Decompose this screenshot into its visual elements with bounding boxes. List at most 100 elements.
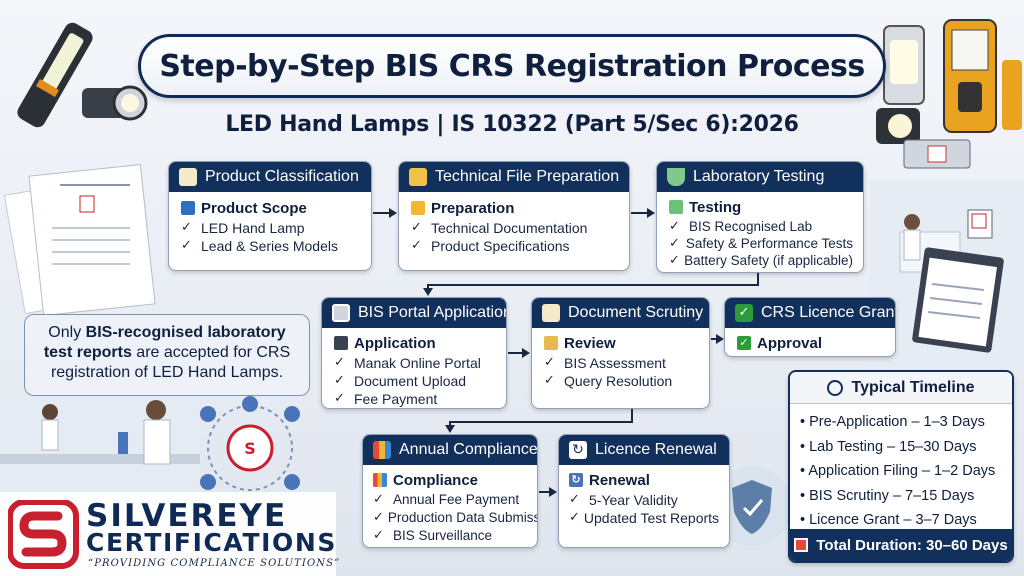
check-icon: ✓ <box>669 219 680 234</box>
timeline-item: • Application Filing – 1–2 Days <box>800 463 996 479</box>
timeline-header: Typical Timeline <box>790 372 1012 404</box>
lab-report-note: Only BIS-recognised laboratory test repo… <box>24 314 310 396</box>
step-title: Technical File Preparation <box>435 168 620 185</box>
page-subtitle: LED Hand Lamps | IS 10322 (Part 5/Sec 6)… <box>225 112 799 137</box>
check-icon: ✓ <box>569 510 580 525</box>
step-header: Product Classification <box>169 162 371 192</box>
connector-line <box>711 338 717 340</box>
typical-timeline-panel: Typical Timeline • Pre-Application – 1–3… <box>788 370 1014 563</box>
arrow-right-icon <box>716 334 724 344</box>
connector-line <box>449 421 633 423</box>
led-hand-lamp-image <box>17 22 93 128</box>
check-icon: ✓ <box>669 236 680 251</box>
list-item: ✓Fee Payment <box>334 391 438 407</box>
page-title: Step-by-Step BIS CRS Registration Proces… <box>159 48 865 84</box>
step-header: Laboratory Testing <box>657 162 863 192</box>
connector-line <box>539 491 550 493</box>
folder-icon <box>409 168 427 186</box>
arrow-right-icon <box>549 487 557 497</box>
step-title: CRS Licence Grant <box>761 304 896 321</box>
check-icon: ✓ <box>544 355 555 370</box>
check-icon: ✓ <box>334 373 345 388</box>
timeline-title: Typical Timeline <box>851 378 975 396</box>
list-item: ✓5-Year Validity <box>569 492 678 508</box>
step-title: Document Scrutiny <box>568 304 704 321</box>
check-icon: ✓ <box>181 220 192 235</box>
step-subheading: Preparation <box>411 197 619 219</box>
timeline-total: Total Duration: 30–60 Days <box>790 529 1012 561</box>
document-icon <box>542 304 560 322</box>
bar-chart-icon <box>373 473 387 487</box>
list-item: ✓BIS Recognised Lab <box>669 219 813 234</box>
connector-line <box>631 409 633 423</box>
step-title: Laboratory Testing <box>693 168 825 185</box>
torch-image <box>82 85 148 121</box>
book-icon <box>181 201 195 215</box>
test-tube-icon <box>669 200 683 214</box>
shield-badge-image <box>712 466 792 546</box>
timeline-item: • Licence Grant – 3–7 Days <box>800 512 977 528</box>
connector-line <box>449 421 451 426</box>
step-subheading: ↻Renewal <box>569 469 719 491</box>
arrow-right-icon <box>522 348 530 358</box>
timeline-item: • Lab Testing – 15–30 Days <box>800 438 977 455</box>
list-item: ✓Query Resolution <box>544 373 673 389</box>
list-item: ✓BIS Assessment <box>544 355 666 371</box>
step-title: BIS Portal Application <box>358 304 507 321</box>
compliance-wheel-image: S <box>200 396 300 491</box>
check-icon: ✓ <box>544 373 555 388</box>
step-card-bis-portal-application: BIS Portal Application Application ✓Mana… <box>321 297 507 409</box>
step-header: ✓ CRS Licence Grant <box>725 298 895 328</box>
brand-name-secondary: CERTIFICATIONS <box>86 528 337 557</box>
timeline-item: • BIS Scrutiny – 7–15 Days <box>800 487 975 504</box>
lab-technicians-image <box>0 396 200 496</box>
list-item: ✓Document Upload <box>334 373 467 389</box>
laptop-icon <box>332 304 350 322</box>
arrow-right-icon <box>647 208 655 218</box>
step-header: Document Scrutiny <box>532 298 709 328</box>
step-title: Annual Compliance <box>399 441 538 458</box>
bar-chart-icon <box>373 441 391 459</box>
connector-line <box>508 352 523 354</box>
list-item: ✓Battery Safety (if applicable) <box>669 253 853 268</box>
calendar-icon <box>794 538 809 552</box>
note-emphasis: BIS-recognised laboratory test reports <box>43 324 286 361</box>
step-card-crs-licence-grant: ✓ CRS Licence Grant ✓Approval <box>724 297 896 357</box>
list-item: ✓Lead & Series Models <box>181 238 338 254</box>
refresh-icon: ↻ <box>569 441 587 459</box>
title-banner: Step-by-Step BIS CRS Registration Proces… <box>138 34 886 98</box>
arrow-down-icon <box>445 425 455 433</box>
connector-line <box>373 212 390 214</box>
step-header: Annual Compliance <box>363 435 537 465</box>
connector-line <box>427 284 759 286</box>
step-title: Product Classification <box>205 168 359 185</box>
step-subheading: Review <box>544 332 699 354</box>
laptop-icon <box>334 336 348 350</box>
refresh-icon: ↻ <box>569 473 583 487</box>
connector-line <box>427 284 429 289</box>
list-item: ✓Product Specifications <box>411 238 570 254</box>
list-item: ✓Production Data Submission <box>373 510 537 525</box>
brand-tagline: “PROVIDING COMPLIANCE SOLUTIONS” <box>88 558 341 569</box>
step-header: ↻ Licence Renewal <box>559 435 729 465</box>
connector-line <box>631 212 648 214</box>
checkmark-icon: ✓ <box>737 336 751 350</box>
step-subheading: ✓Approval <box>737 332 885 354</box>
certificate-documents-image <box>3 163 156 317</box>
checkmark-icon: ✓ <box>735 304 753 322</box>
step-subheading: Compliance <box>373 469 527 491</box>
list-item: ✓Manak Online Portal <box>334 355 481 371</box>
check-icon: ✓ <box>669 253 680 268</box>
step-header: BIS Portal Application <box>322 298 506 328</box>
check-icon: ✓ <box>373 528 384 543</box>
clock-icon <box>827 379 844 396</box>
step-card-laboratory-testing: Laboratory Testing Testing ✓BIS Recognis… <box>656 161 864 273</box>
step-title: Licence Renewal <box>595 441 717 458</box>
connector-line <box>757 273 759 285</box>
step-card-document-scrutiny: Document Scrutiny Review ✓BIS Assessment… <box>531 297 710 409</box>
step-card-technical-file: Technical File Preparation Preparation ✓… <box>398 161 630 271</box>
silvereye-logo <box>8 500 79 569</box>
check-icon: ✓ <box>334 355 345 370</box>
timeline-item: • Pre-Application – 1–3 Days <box>800 414 985 430</box>
